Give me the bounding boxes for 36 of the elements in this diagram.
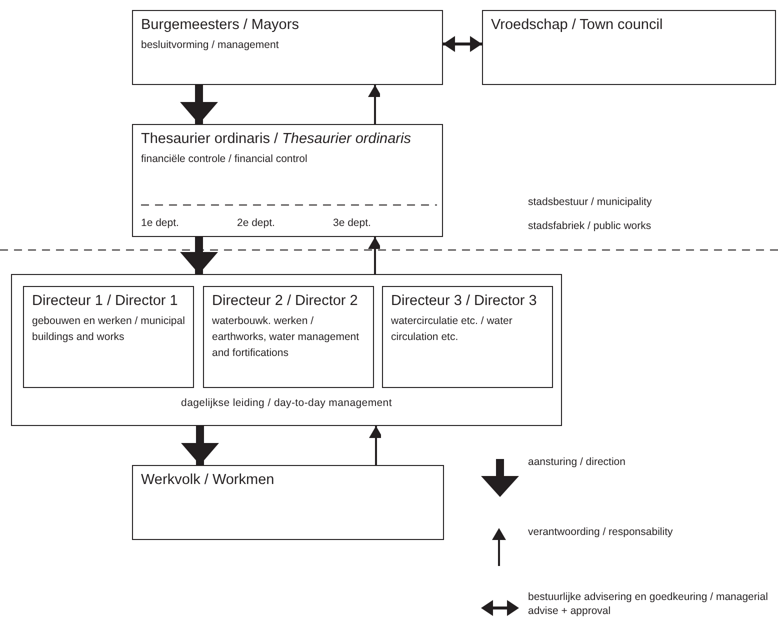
box-subtitle: watercirculatie etc. / water circulation etc.: [391, 314, 514, 345]
box-subtitle: besluitvorming / management: [141, 38, 280, 53]
org-box: [203, 286, 374, 388]
box-title: Directeur 1 / Director 1: [32, 292, 179, 311]
box-title: Directeur 3 / Director 3: [391, 292, 538, 311]
org-box: [382, 286, 553, 388]
arrow: [369, 426, 383, 465]
box-title: Thesaurier ordinaris / Thesaurier ordinaris: [141, 130, 412, 149]
box-title: Directeur 2 / Director 2: [212, 292, 359, 311]
department-label: 2e dept.: [237, 216, 275, 231]
arrow: [180, 237, 218, 274]
org-box: [482, 10, 776, 85]
arrow: [180, 85, 218, 124]
box-title: Werkvolk / Workmen: [141, 471, 276, 490]
arrow: [368, 237, 382, 274]
department-panel: [11, 274, 562, 426]
org-box: [132, 465, 444, 540]
legend-text: verantwoording / responsability: [528, 525, 674, 539]
org-box: [132, 10, 443, 85]
legend-text: aansturing / direction: [528, 455, 626, 469]
arrow: [181, 426, 219, 465]
legend-text: bestuurlijke advisering en goedkeuring / managerial advise + approval: [528, 590, 769, 618]
box-title: Vroedschap / Town council: [491, 16, 664, 35]
department-label: 1e dept.: [141, 216, 179, 231]
org-box: [23, 286, 194, 388]
box-subtitle: gebouwen en werken / municipal buildings and works: [32, 314, 186, 345]
section-label: stadsbestuur / municipality: [528, 195, 652, 210]
department-label: 3e dept.: [333, 216, 371, 231]
arrow: [368, 85, 382, 124]
box-subtitle: financiële controle / financial control: [141, 152, 308, 167]
box-title: Burgemeesters / Mayors: [141, 16, 300, 35]
panel-caption: dagelijkse leiding / day-to-day management: [180, 396, 393, 412]
org-box: [132, 124, 443, 237]
section-label: stadsfabriek / public works: [528, 219, 652, 234]
box-subtitle: waterbouwk. werken / earthworks, water management and fortifications: [212, 314, 360, 361]
arrow: [443, 36, 482, 52]
